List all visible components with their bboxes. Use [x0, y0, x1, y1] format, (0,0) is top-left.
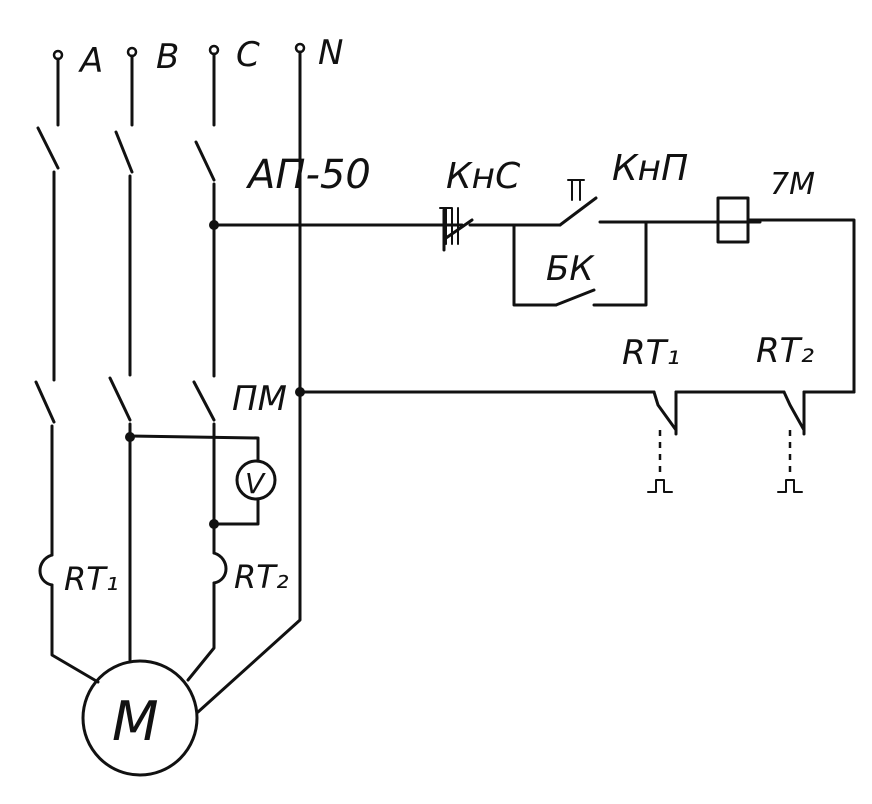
phase-a-line — [34, 57, 100, 684]
motor — [81, 659, 199, 777]
phase-label-c: C — [236, 35, 260, 75]
voltmeter — [235, 459, 277, 501]
neutral-line — [196, 50, 302, 714]
contactor-label: ПМ — [232, 379, 287, 419]
phase-c-line — [186, 52, 228, 682]
coil-label: 7М — [770, 167, 815, 202]
thermal-1-control-label: RT₁ — [622, 333, 680, 373]
control-circuit-top — [209, 179, 856, 394]
stop-button-label: КнС — [446, 156, 521, 197]
aux-contact-label: БК — [546, 249, 595, 289]
voltmeter-branch — [125, 432, 260, 529]
voltmeter-label: V — [245, 467, 266, 500]
breaker-label: АП-50 — [245, 152, 371, 198]
motor-label: M — [112, 690, 159, 753]
phase-label-a: A — [78, 41, 103, 81]
thermal-2-power-label: RT₂ — [234, 558, 289, 596]
phase-label-n: N — [318, 33, 343, 73]
thermal-1-power-label: RT₁ — [64, 560, 119, 598]
start-button-label: КнП — [612, 148, 688, 189]
phase-label-b: B — [156, 37, 179, 77]
thermal-2-control-label: RT₂ — [756, 331, 814, 371]
phase-b-line — [108, 54, 134, 662]
control-circuit-bottom — [295, 387, 856, 493]
